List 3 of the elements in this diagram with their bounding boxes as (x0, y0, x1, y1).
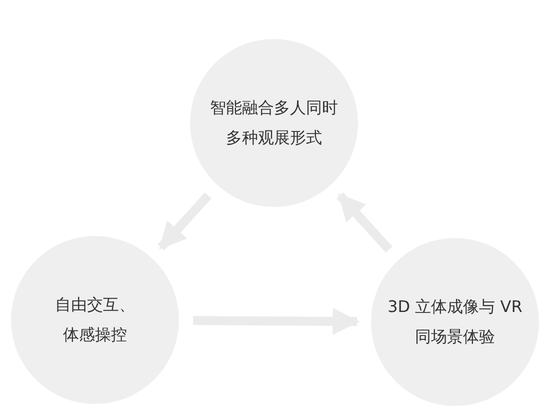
node-label: 智能融合多人同时多种观展形式 (209, 97, 339, 149)
node-label: 自由交互、体感操控 (54, 294, 136, 346)
node-label: 3D 立体成像与 VR同场景体验 (387, 296, 523, 348)
